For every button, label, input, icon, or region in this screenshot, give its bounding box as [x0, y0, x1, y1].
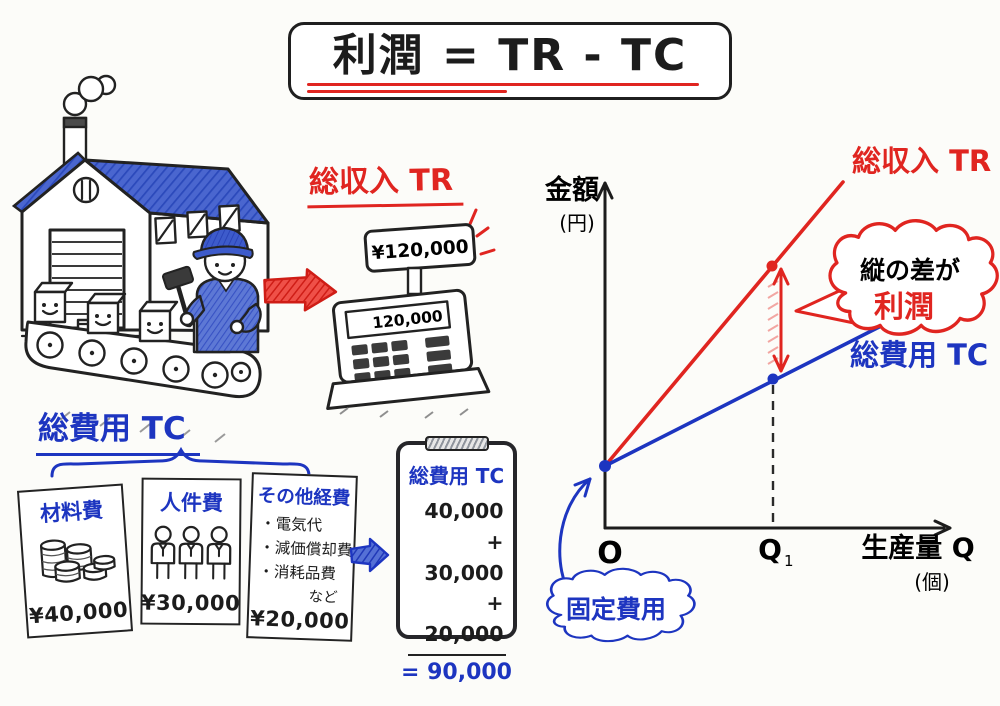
factory-worker	[161, 226, 262, 354]
ground-hatch	[59, 411, 226, 443]
cost-brace	[50, 446, 311, 478]
round-window-icon	[72, 176, 100, 204]
profit-gap-hatch	[767, 280, 779, 365]
clipboard-row: + 30,000	[424, 529, 504, 585]
register-sign-pole	[406, 266, 423, 296]
other-expense-list: ・電気代 ・減価償却費 ・消耗品費	[250, 511, 354, 587]
worker-shirt	[195, 277, 260, 354]
coin-stack	[93, 554, 116, 571]
fixed-cost-bubble: 固定費用	[545, 567, 696, 643]
other-expense-item: ・減価償却費	[258, 538, 353, 560]
fixed-cost-label: 固定費用	[566, 595, 666, 624]
origin-label: O	[597, 536, 623, 571]
y-axis-label: 金額	[544, 174, 599, 206]
clipboard-clip	[424, 436, 489, 451]
person-icon	[178, 525, 204, 580]
register-base	[326, 367, 491, 411]
workers-icon	[150, 525, 232, 580]
title-underline-2	[307, 90, 507, 93]
profit-gap-arrow	[772, 267, 790, 373]
coin-stack	[54, 560, 81, 583]
card-title: 人件費	[159, 490, 224, 516]
red-arrow-icon	[263, 268, 338, 312]
worker-cap-brim	[192, 245, 254, 260]
q1-label: Q	[758, 533, 782, 566]
etc-label: など	[308, 589, 338, 607]
profit-chart: 金額 (円) O Q 1 生産量 Q (個) 総収入 TR 総費用 TC 縦の差…	[544, 144, 999, 643]
x-axis-arrow	[933, 519, 952, 537]
other-expense-item: ・電気代	[259, 514, 323, 535]
y-axis-arrow	[596, 181, 614, 200]
cash-register-icon: ¥120,000 120,000	[326, 208, 496, 419]
factory-illustration	[11, 74, 270, 443]
worker-right-hand	[229, 319, 245, 335]
card-amount: ¥40,000	[28, 597, 129, 629]
register-display	[344, 300, 452, 340]
cost-card-materials: 材料費 ¥40,000	[16, 483, 134, 639]
cost-card-labor: 人件費 ¥30,000	[140, 477, 242, 626]
card-amount: ¥30,000	[140, 590, 241, 616]
x-axis-label: 生産量 Q	[861, 532, 974, 564]
q1-subscript: 1	[784, 552, 794, 570]
tc-line	[603, 321, 889, 468]
register-body: 120,000	[326, 288, 491, 411]
chimney-smoke-icon	[62, 74, 117, 117]
card-title: その他経費	[257, 485, 351, 510]
conveyor-rollers	[36, 331, 252, 389]
other-expense-item: ・消耗品費	[258, 562, 337, 584]
tc-curve-label: 総費用 TC	[850, 338, 988, 372]
title-underline-1	[307, 82, 699, 86]
profit-note-text: 縦の差が	[860, 256, 960, 285]
register-sign: ¥120,000	[363, 223, 477, 273]
profit-note-emphasis: 利潤	[874, 290, 934, 325]
clipboard-row: 40,000	[424, 499, 504, 523]
smiley-box-icon	[138, 300, 179, 343]
y-axis-unit: (円)	[559, 211, 595, 235]
clipboard-row: + 20,000	[424, 591, 504, 646]
person-icon	[150, 525, 176, 580]
cost-clipboard: 総費用 TC 40,000 + 30,000 + 20,000 = 90,000	[396, 436, 517, 685]
sum-rule	[407, 653, 506, 656]
x-axis-unit: (個)	[914, 570, 950, 594]
fixed-cost-point	[599, 460, 611, 472]
blue-arrow-icon	[349, 537, 390, 573]
tr-point	[766, 260, 778, 272]
clipboard-rows: 40,000 + 30,000 + 20,000	[410, 496, 504, 650]
profit-note-bubble: 縦の差が 利潤	[794, 218, 999, 336]
tc-point	[767, 373, 779, 385]
tr-line	[603, 180, 845, 468]
title-box: 利潤 = TR - TC	[288, 22, 732, 100]
register-shadow	[339, 407, 469, 419]
coins-icon	[39, 539, 116, 583]
title-formula: 利潤 = TR - TC	[332, 30, 688, 81]
clipboard-title: 総費用 TC	[408, 464, 505, 488]
clipboard-total: = 90,000	[401, 659, 512, 685]
register-sparkles	[468, 208, 496, 256]
card-title: 材料費	[39, 497, 104, 527]
person-icon	[206, 526, 232, 580]
worker-left-hand	[179, 311, 195, 327]
cost-card-other: その他経費 ・電気代 ・減価償却費 ・消耗品費 など ¥20,000	[246, 472, 358, 642]
card-amount: ¥20,000	[249, 606, 350, 634]
smiley-box-icon	[86, 292, 127, 335]
smiley-box-icon	[33, 281, 74, 324]
tr-curve-label: 総収入 TR	[852, 144, 991, 178]
total-cost-label: 総費用 TC	[36, 403, 200, 456]
fixed-cost-arrowhead	[573, 477, 592, 498]
